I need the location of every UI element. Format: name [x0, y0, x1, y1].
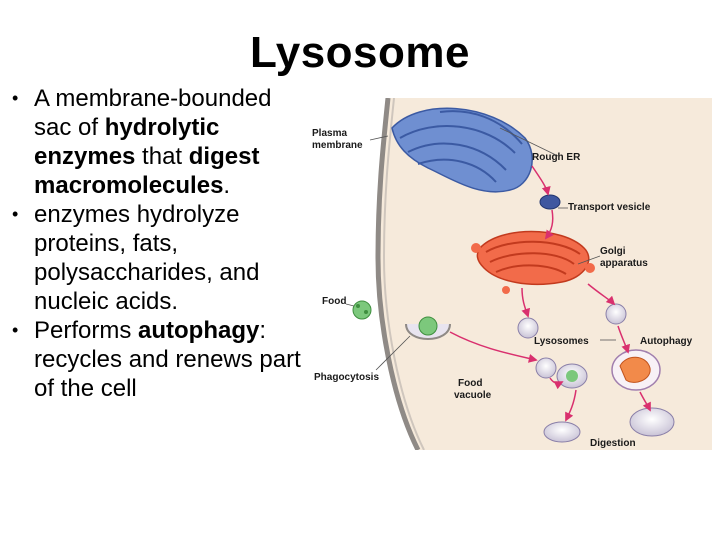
bullet-text: A membrane-bounded sac of	[34, 85, 272, 141]
bold-term: autophagy	[138, 317, 260, 344]
bullet-item: enzymes hydrolyze proteins, fats, polysa…	[12, 200, 312, 316]
food-vacuole-label: Food	[458, 378, 482, 389]
golgi-apparatus	[471, 230, 595, 294]
phagocytosis-vesicle	[405, 316, 451, 340]
food-label: Food	[322, 296, 346, 307]
phagocytosis-label: Phagocytosis	[314, 372, 379, 383]
autophagy-label: Autophagy	[640, 336, 693, 347]
bullet-text: Performs	[34, 317, 139, 344]
golgi-label: Golgi	[600, 246, 626, 257]
digestion-label: Digestion	[590, 438, 636, 449]
bullet-text: .	[223, 172, 231, 199]
digestion-vesicles	[543, 407, 675, 443]
leader-lines	[345, 127, 616, 371]
rough-er-label: Rough ER	[532, 152, 581, 163]
bold-term: digest macromolecules	[34, 143, 260, 199]
bold-term: hydrolytic enzymes	[34, 114, 220, 170]
plasma-membrane-label: membrane	[312, 140, 363, 151]
autophagy-vesicle	[611, 349, 661, 391]
bullet-text: that	[135, 143, 189, 170]
bullet-list: A membrane-bounded sac of hydrolytic enz…	[12, 84, 312, 403]
pathway-arrows	[449, 165, 651, 422]
transport-vesicle-label: Transport vesicle	[568, 202, 651, 213]
lysosome-diagram: Plasma membrane Rough ER Transport vesic…	[312, 98, 712, 450]
transport-vesicle	[539, 194, 561, 210]
rough-er	[391, 107, 533, 193]
bullet-item: A membrane-bounded sac of hydrolytic enz…	[12, 84, 312, 200]
lysosomes-label: Lysosomes	[534, 336, 589, 347]
food-vacuole-label: vacuole	[454, 390, 492, 401]
bullet-text: : recycles and renews part of the cell	[34, 317, 301, 402]
bullet-text: enzymes hydrolyze proteins, fats, polysa…	[34, 201, 260, 315]
slide-title: Lysosome	[249, 28, 470, 77]
food-vacuole	[556, 363, 588, 389]
plasma-membrane-label: Plasma	[312, 128, 347, 139]
golgi-label: apparatus	[600, 258, 648, 269]
lysosome	[517, 303, 627, 379]
plasma-membrane	[375, 98, 421, 450]
food-particle	[352, 300, 372, 320]
bullet-item: Performs autophagy: recycles and renews …	[12, 316, 312, 403]
